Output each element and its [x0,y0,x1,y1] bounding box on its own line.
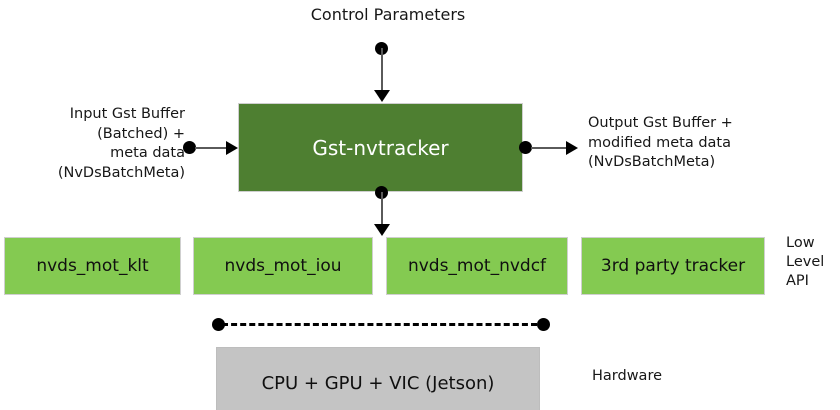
gst-nvtracker-label: Gst-nvtracker [312,135,449,160]
output-connector-line [531,146,568,149]
gst-nvtracker-block[interactable]: Gst-nvtracker [238,103,523,192]
output-connector-arrowhead [566,140,578,155]
input-connector-arrowhead [226,140,238,155]
low-level-block-nvds-mot-nvdcf[interactable]: nvds_mot_nvdcf [386,237,568,295]
output-connector-dot [519,141,532,154]
low-level-block-label: 3rd party tracker [600,256,746,276]
low-level-block-label: nvds_mot_iou [224,256,342,276]
hardware-span-dashed-line [222,323,537,326]
low-level-api-label: Low Level API [786,235,825,289]
control-parameters-line [380,48,383,90]
output-buffer-label: Output Gst Buffer + modified meta data (… [588,115,733,170]
low-level-block-label: nvds_mot_klt [36,256,149,276]
input-buffer-label: Input Gst Buffer (Batched) + meta data (… [57,106,185,181]
hardware-span-dot-right [537,318,550,331]
hardware-caption-label: Hardware [592,368,663,384]
low-level-block-3rd-party-tracker[interactable]: 3rd party tracker [581,237,765,295]
hardware-block-label: CPU + GPU + VIC (Jetson) [261,372,495,394]
low-level-connector-line [380,192,383,225]
input-connector-line [195,146,228,149]
low-level-block-label: nvds_mot_nvdcf [407,256,547,276]
hardware-span-dot-left [212,318,225,331]
control-parameters-arrowhead [373,90,390,102]
low-level-connector-arrowhead [373,224,390,236]
control-parameters-label: Control Parameters [310,5,466,24]
low-level-block-nvds-mot-klt[interactable]: nvds_mot_klt [4,237,181,295]
low-level-block-nvds-mot-iou[interactable]: nvds_mot_iou [193,237,373,295]
input-connector-dot [183,141,196,154]
hardware-block[interactable]: CPU + GPU + VIC (Jetson) [216,347,540,410]
